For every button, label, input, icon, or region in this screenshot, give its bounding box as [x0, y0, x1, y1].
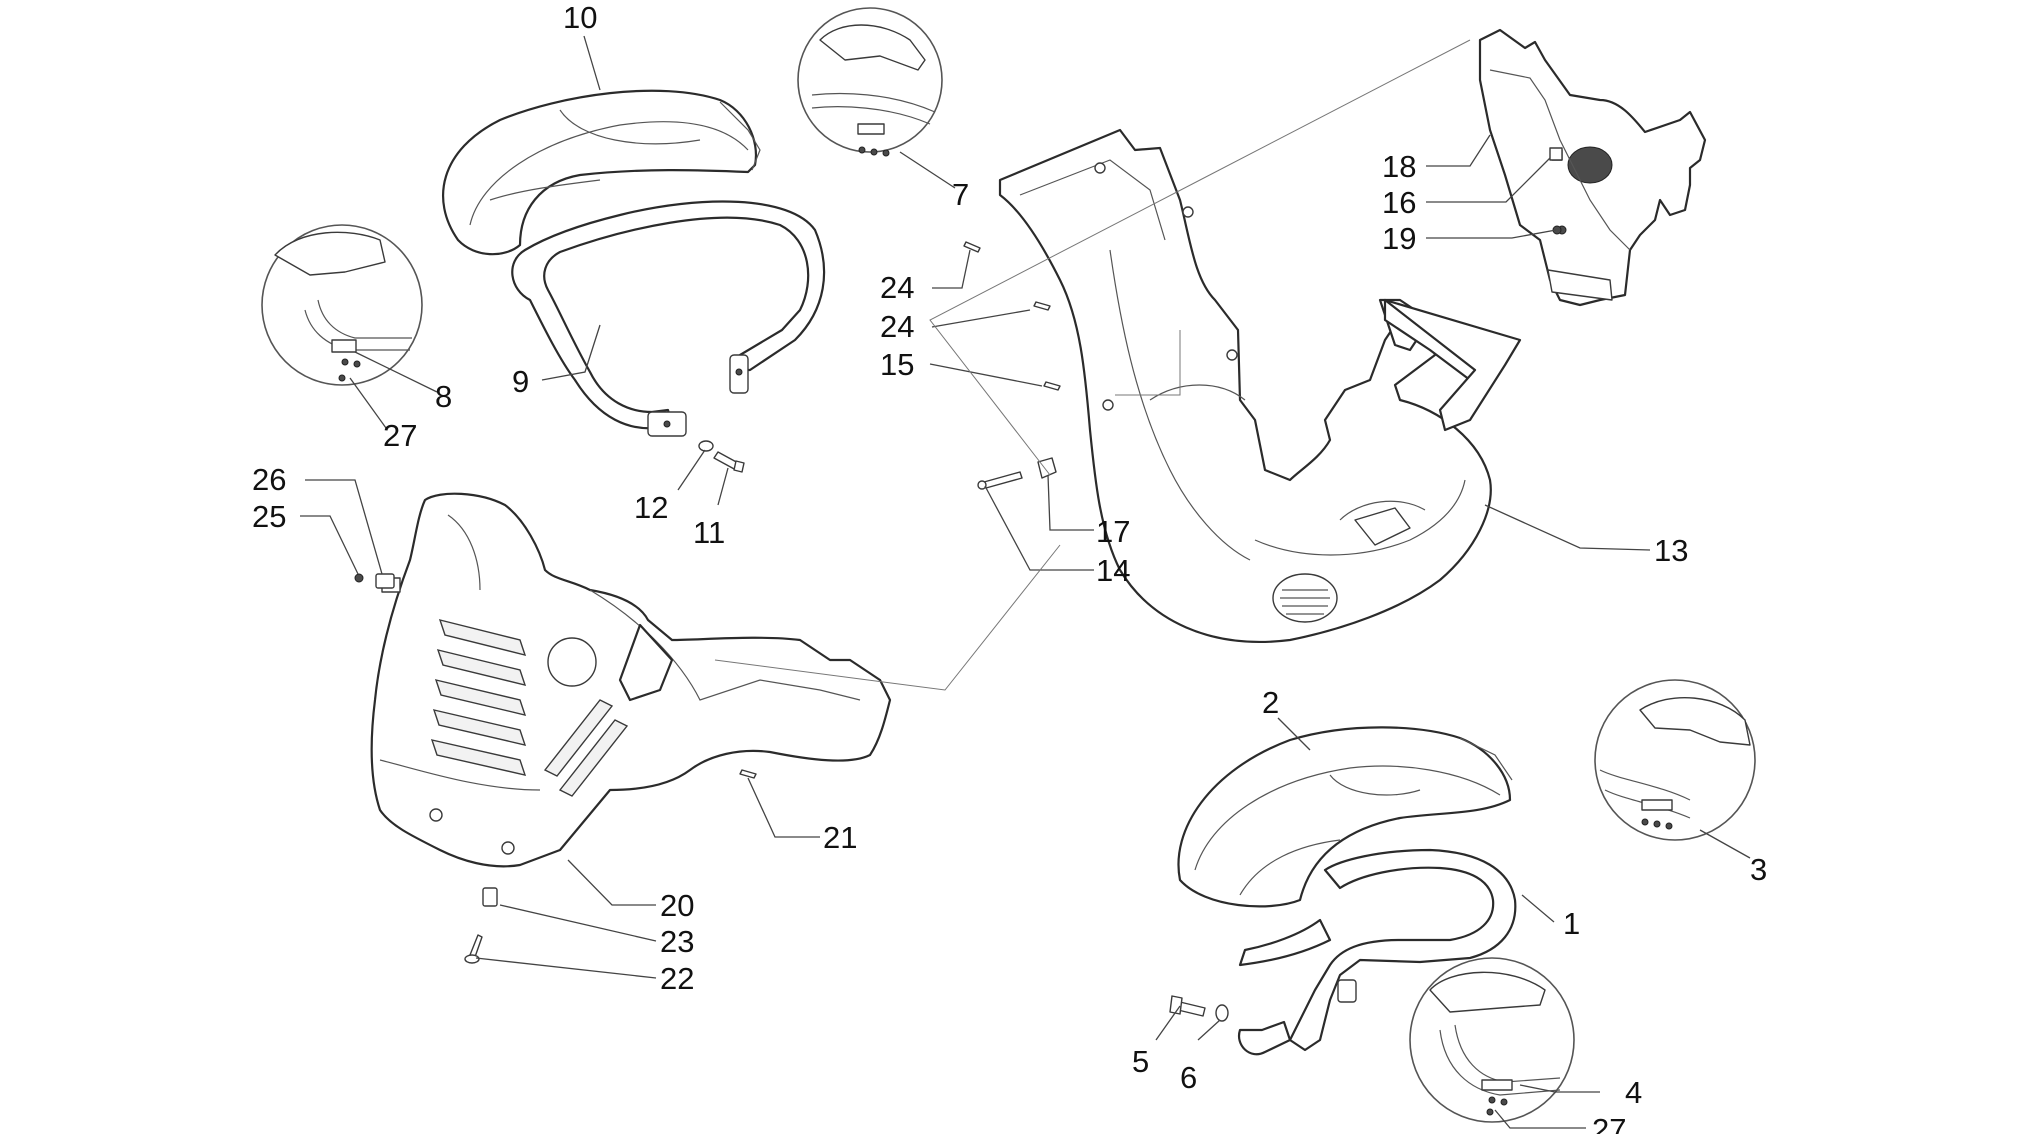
label-3: 3 [1750, 852, 1767, 887]
rear-panel-part-18 [1478, 28, 1707, 307]
label-17: 17 [1096, 514, 1130, 549]
label-19: 19 [1382, 221, 1416, 256]
spacer-part-23 [482, 887, 498, 907]
label-23: 23 [660, 924, 694, 959]
fender-bracket-part-9 [511, 200, 826, 437]
rear-fender-bracket-part-1 [1237, 848, 1517, 1056]
screw-part-24-upper [963, 241, 981, 253]
detail-callout-3 [1594, 679, 1756, 841]
label-15: 15 [880, 347, 914, 382]
callout-numbers: 10 7 8 27 9 12 11 26 25 24 24 15 17 14 1… [252, 0, 1767, 1134]
label-25: 25 [252, 499, 286, 534]
label-20: 20 [660, 888, 694, 923]
label-14: 14 [1096, 553, 1130, 588]
label-22: 22 [660, 961, 694, 996]
label-6: 6 [1180, 1060, 1197, 1095]
front-fender-part-10 [442, 89, 761, 256]
label-26: 26 [252, 462, 286, 497]
label-7: 7 [952, 177, 969, 212]
label-1: 1 [1563, 906, 1580, 941]
leg-shield-part-13 [998, 128, 1522, 644]
plug-part-17 [1037, 457, 1057, 479]
detail-callout-7 [797, 7, 943, 157]
label-4: 4 [1625, 1075, 1642, 1110]
rear-fender-part-2 [1177, 726, 1513, 908]
screw-part-21 [739, 769, 757, 779]
screw-part-24-lower [1033, 301, 1051, 311]
label-12: 12 [634, 490, 668, 525]
label-13: 13 [1654, 533, 1688, 568]
label-8: 8 [435, 379, 452, 414]
detail-callout-4 [1409, 957, 1575, 1123]
detail-callout-8 [261, 224, 423, 386]
washer-part-12 [698, 440, 714, 452]
screw-part-25 [354, 573, 364, 583]
label-16: 16 [1382, 185, 1416, 220]
label-21: 21 [823, 820, 857, 855]
label-27: 27 [383, 418, 417, 453]
screw-part-15 [1043, 381, 1061, 391]
vent-slats [430, 619, 629, 797]
leader-lines [300, 35, 1751, 1129]
label-10: 10 [563, 0, 597, 35]
washer-part-6 [1215, 1004, 1229, 1022]
label-27: 27 [1592, 1112, 1626, 1134]
label-11: 11 [693, 515, 725, 550]
label-24: 24 [880, 270, 914, 305]
inner-shield-part-20 [370, 492, 892, 868]
label-2: 2 [1262, 685, 1279, 720]
clip-part-16 [1549, 147, 1563, 161]
screw-part-22 [464, 934, 483, 964]
label-18: 18 [1382, 149, 1416, 184]
label-5: 5 [1132, 1044, 1149, 1079]
label-24: 24 [880, 309, 914, 344]
label-9: 9 [512, 364, 529, 399]
clip-part-26 [375, 573, 395, 589]
screw-part-11 [713, 451, 745, 473]
